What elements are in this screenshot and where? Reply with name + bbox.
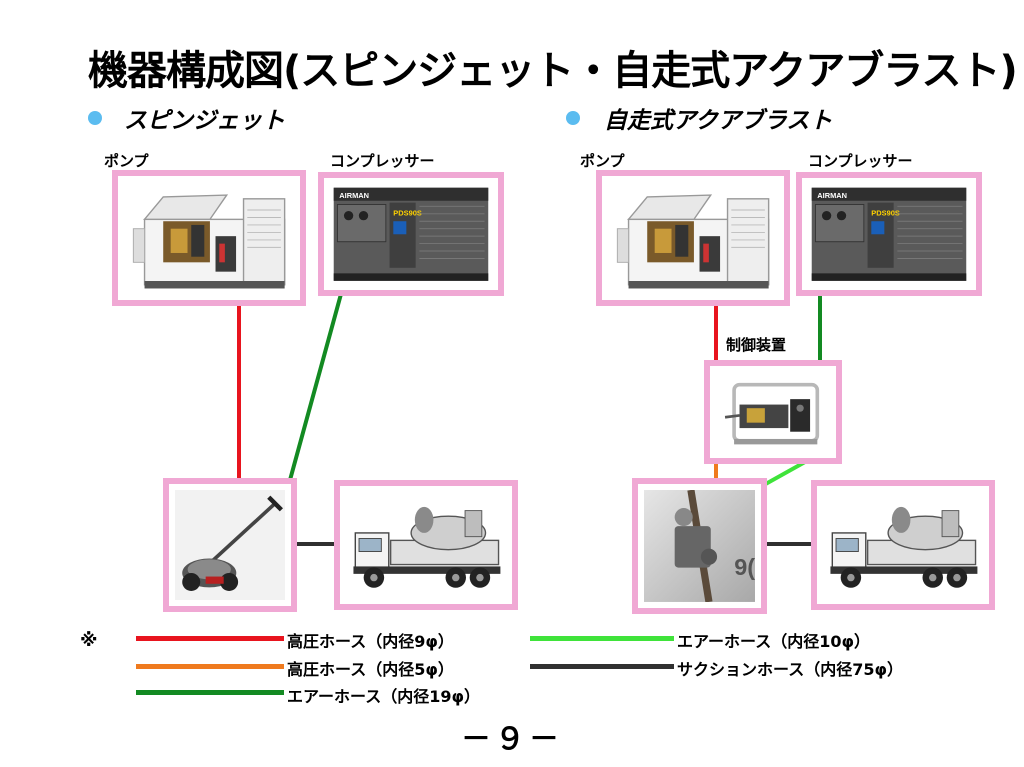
section-heading-right: 自走式アクアブラスト	[604, 108, 833, 134]
spinjet-frame	[163, 478, 297, 612]
pump-label-right: ポンプ	[580, 152, 625, 170]
pump-frame-left	[112, 170, 306, 306]
section-heading-left: スピンジェット	[124, 108, 285, 134]
page-title: 機器構成図(スピンジェット・自走式アクアブラスト)	[88, 48, 1018, 94]
hose-green-left	[288, 293, 343, 481]
legend-line-red	[136, 636, 284, 641]
compressor-brand: AIRMAN	[339, 191, 369, 200]
controller-label: 制御装置	[726, 336, 787, 354]
spinjet-image	[175, 490, 285, 600]
compressor-frame-right: AIRMAN PDS90S	[796, 172, 982, 296]
legend-label-red: 高圧ホース（内径9φ）	[287, 632, 454, 651]
aquablast-frame: 9(	[632, 478, 767, 614]
bullet-right	[566, 111, 580, 125]
page-number: －９－	[461, 722, 563, 757]
legend-label-lightgreen: エアーホース（内径10φ）	[677, 632, 871, 651]
compressor-model: PDS90S	[871, 209, 900, 218]
compressor-image: AIRMAN PDS90S	[811, 187, 967, 281]
legend-line-orange	[136, 664, 284, 669]
vacuum-truck-image	[353, 506, 501, 588]
compressor-model: PDS90S	[393, 209, 422, 218]
pump-label-left: ポンプ	[104, 152, 149, 170]
legend-line-lightgreen	[530, 636, 674, 641]
legend-note-mark: ※	[80, 630, 98, 651]
truck-frame-right	[811, 480, 995, 610]
pump-frame-right	[596, 170, 790, 306]
wall-marking: 9(	[734, 554, 755, 580]
compressor-brand: AIRMAN	[817, 191, 847, 200]
truck-frame-left	[334, 480, 518, 610]
legend-label-suction: サクションホース（内径75φ）	[677, 660, 903, 679]
vacuum-truck-image	[830, 506, 978, 588]
compressor-image: AIRMAN PDS90S	[333, 187, 489, 281]
legend-label-green: エアーホース（内径19φ）	[287, 687, 481, 706]
legend-label-orange: 高圧ホース（内径5φ）	[287, 660, 454, 679]
controller-image	[724, 382, 820, 445]
pump-unit-image	[616, 194, 770, 289]
legend-line-green	[136, 690, 284, 695]
aquablast-image: 9(	[644, 490, 755, 602]
controller-frame	[704, 360, 842, 464]
pump-unit-image	[132, 194, 286, 289]
hose-lightgreen-right	[761, 460, 806, 488]
bullet-left	[88, 111, 102, 125]
compressor-label-left: コンプレッサー	[330, 152, 435, 170]
legend-line-suction	[530, 664, 674, 669]
compressor-frame-left: AIRMAN PDS90S	[318, 172, 504, 296]
compressor-label-right: コンプレッサー	[808, 152, 913, 170]
